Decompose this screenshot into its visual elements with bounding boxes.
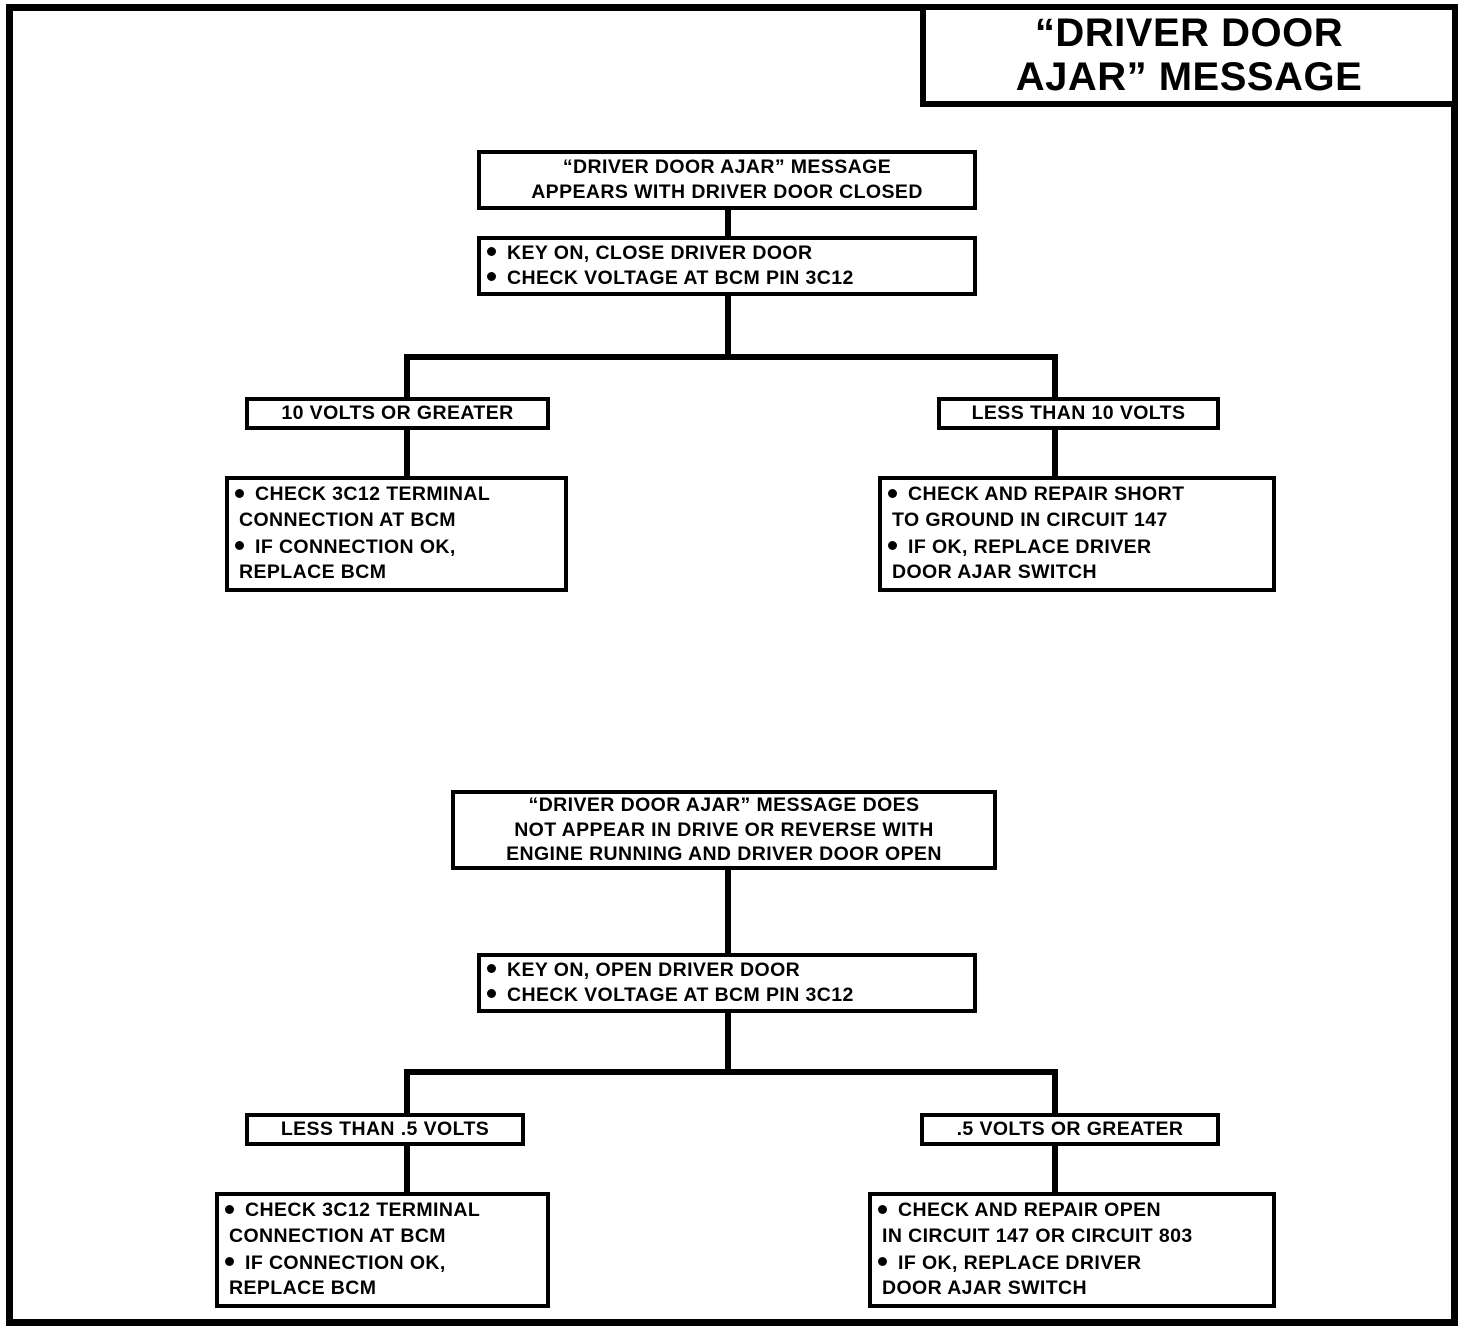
flow2-branch-trunk <box>725 1011 731 1073</box>
flow2-action-right-bullet-1-line-1: CHECK AND REPAIR OPEN <box>872 1198 1272 1223</box>
flow1-action-left-box: CHECK 3C12 TERMINAL CONNECTION AT BCM IF… <box>225 476 568 592</box>
page-title-line-1: “DRIVER DOOR <box>1034 11 1344 56</box>
flow1-connector-start-to-test <box>725 208 731 238</box>
bullet-dot-icon <box>225 1204 234 1214</box>
flow2-start-line-2: NOT APPEAR IN DRIVE OR REVERSE WITH <box>514 818 934 841</box>
flow2-connector-right-condition-to-action <box>1052 1143 1058 1195</box>
flow2-test-bullet-2: CHECK VOLTAGE AT BCM PIN 3C12 <box>481 983 973 1008</box>
flow1-start-line-1: “DRIVER DOOR AJAR” MESSAGE <box>562 156 892 179</box>
flow1-action-left-b1-l1-text: CHECK 3C12 TERMINAL <box>255 483 491 506</box>
flow1-action-right-bullet-1-line-1: CHECK AND REPAIR SHORT <box>882 482 1272 507</box>
flow2-branch-bar <box>404 1069 1058 1075</box>
bullet-dot-icon <box>225 1257 234 1267</box>
flow1-action-left-bullet-2: IF CONNECTION OK, REPLACE BCM <box>229 535 564 586</box>
flow2-action-right-box: CHECK AND REPAIR OPEN IN CIRCUIT 147 OR … <box>868 1192 1276 1308</box>
flow2-condition-left-box: LESS THAN .5 VOLTS <box>245 1113 525 1146</box>
flow1-test-bullet-1: KEY ON, CLOSE DRIVER DOOR <box>481 241 973 266</box>
bullet-dot-icon <box>878 1204 887 1214</box>
flow1-action-right-b1-l1-text: CHECK AND REPAIR SHORT <box>908 483 1185 506</box>
flow2-action-left-bullet-2-line-1: IF CONNECTION OK, <box>219 1251 546 1276</box>
flow2-connector-left-condition-to-action <box>404 1143 410 1195</box>
flow2-test-bullet-1: KEY ON, OPEN DRIVER DOOR <box>481 958 973 983</box>
bullet-dot-icon <box>235 541 244 551</box>
flow1-condition-left-box: 10 VOLTS OR GREATER <box>245 397 550 430</box>
flow2-start-line-1: “DRIVER DOOR AJAR” MESSAGE DOES <box>528 793 920 816</box>
flow1-connector-left-condition-to-action <box>404 427 410 479</box>
flow2-test-bullet-2-text: CHECK VOLTAGE AT BCM PIN 3C12 <box>507 984 854 1006</box>
flow2-action-right-b2-l1-text: IF OK, REPLACE DRIVER <box>898 1252 1142 1274</box>
flow1-branch-drop-right <box>1052 354 1058 402</box>
flow1-test-bullet-2-text: CHECK VOLTAGE AT BCM PIN 3C12 <box>507 267 854 289</box>
page-title-box: “DRIVER DOOR AJAR” MESSAGE <box>920 4 1458 107</box>
flow1-action-right-b1-l2-text: TO GROUND IN CIRCUIT 147 <box>892 508 1168 531</box>
bullet-dot-icon <box>235 488 244 498</box>
flow1-action-right-box: CHECK AND REPAIR SHORT TO GROUND IN CIRC… <box>878 476 1276 592</box>
bullet-dot-icon <box>888 541 897 551</box>
bullet-dot-icon <box>487 964 496 973</box>
flow1-action-right-bullet-2: IF OK, REPLACE DRIVER DOOR AJAR SWITCH <box>882 535 1272 586</box>
flow1-test-box: KEY ON, CLOSE DRIVER DOOR CHECK VOLTAGE … <box>477 236 977 296</box>
flow1-branch-trunk <box>725 294 731 358</box>
flow1-condition-right-box: LESS THAN 10 VOLTS <box>937 397 1220 430</box>
flow1-action-right-b2-l2-text: DOOR AJAR SWITCH <box>892 561 1098 584</box>
flow1-action-left-b1-l2-text: CONNECTION AT BCM <box>239 508 456 531</box>
page-border <box>6 4 1458 1326</box>
flow1-start-line-2: APPEARS WITH DRIVER DOOR CLOSED <box>531 181 923 203</box>
flow2-test-box: KEY ON, OPEN DRIVER DOOR CHECK VOLTAGE A… <box>477 953 977 1013</box>
flow2-start-line-3: ENGINE RUNNING AND DRIVER DOOR OPEN <box>506 843 942 866</box>
flow2-action-left-bullet-2: IF CONNECTION OK, REPLACE BCM <box>219 1251 546 1302</box>
bullet-dot-icon <box>487 272 496 282</box>
flow2-action-right-bullet-2: IF OK, REPLACE DRIVER DOOR AJAR SWITCH <box>872 1251 1272 1302</box>
flow1-connector-right-condition-to-action <box>1052 427 1058 479</box>
flow2-action-right-bullet-1: CHECK AND REPAIR OPEN IN CIRCUIT 147 OR … <box>872 1198 1272 1249</box>
flow2-action-right-b1-l2-text: IN CIRCUIT 147 OR CIRCUIT 803 <box>882 1224 1193 1247</box>
flow1-start-box: “DRIVER DOOR AJAR” MESSAGE APPEARS WITH … <box>477 150 977 210</box>
flow2-branch-drop-left <box>404 1069 410 1117</box>
flow2-start-box: “DRIVER DOOR AJAR” MESSAGE DOES NOT APPE… <box>451 790 997 870</box>
flow1-action-left-bullet-1: CHECK 3C12 TERMINAL CONNECTION AT BCM <box>229 482 564 533</box>
flow2-test-bullet-1-text: KEY ON, OPEN DRIVER DOOR <box>507 958 801 981</box>
flow2-action-right-b2-l2-text: DOOR AJAR SWITCH <box>882 1277 1088 1300</box>
flow2-branch-drop-right <box>1052 1069 1058 1117</box>
flow2-action-right-b1-l1-text: CHECK AND REPAIR OPEN <box>898 1199 1162 1222</box>
flow1-action-left-b2-l1-text: IF CONNECTION OK, <box>255 536 456 558</box>
flow2-action-left-bullet-1: CHECK 3C12 TERMINAL CONNECTION AT BCM <box>219 1198 546 1249</box>
flow2-condition-left-label: LESS THAN .5 VOLTS <box>280 1118 490 1141</box>
flow1-branch-drop-left <box>404 354 410 402</box>
flow2-action-right-bullet-2-line-1: IF OK, REPLACE DRIVER <box>872 1251 1272 1276</box>
flow1-action-right-b2-l1-text: IF OK, REPLACE DRIVER <box>908 536 1152 558</box>
flow1-test-bullet-1-text: KEY ON, CLOSE DRIVER DOOR <box>507 241 813 264</box>
bullet-dot-icon <box>487 989 496 999</box>
bullet-dot-icon <box>878 1257 887 1267</box>
flow2-condition-right-box: .5 VOLTS OR GREATER <box>920 1113 1220 1146</box>
flow2-action-left-box: CHECK 3C12 TERMINAL CONNECTION AT BCM IF… <box>215 1192 550 1308</box>
flow2-action-left-b2-l1-text: IF CONNECTION OK, <box>245 1252 446 1274</box>
bullet-dot-icon <box>888 488 897 498</box>
flow1-action-right-bullet-1: CHECK AND REPAIR SHORT TO GROUND IN CIRC… <box>882 482 1272 533</box>
flow1-condition-right-label: LESS THAN 10 VOLTS <box>971 402 1186 425</box>
flow1-action-left-bullet-1-line-1: CHECK 3C12 TERMINAL <box>229 482 564 507</box>
flow2-action-left-bullet-1-line-1: CHECK 3C12 TERMINAL <box>219 1198 546 1223</box>
flow2-action-left-b2-l2-text: REPLACE BCM <box>229 1277 377 1300</box>
flow1-test-bullet-2: CHECK VOLTAGE AT BCM PIN 3C12 <box>481 266 973 291</box>
bullet-dot-icon <box>487 247 496 256</box>
flow1-action-right-bullet-2-line-1: IF OK, REPLACE DRIVER <box>882 535 1272 560</box>
flow1-action-left-bullet-2-line-1: IF CONNECTION OK, <box>229 535 564 560</box>
flow1-condition-left-label: 10 VOLTS OR GREATER <box>281 402 514 425</box>
flow1-branch-bar <box>404 354 1058 360</box>
flow2-action-left-b1-l2-text: CONNECTION AT BCM <box>229 1224 446 1247</box>
page-title-line-2: AJAR” MESSAGE <box>1015 54 1363 99</box>
flow1-action-left-b2-l2-text: REPLACE BCM <box>239 561 387 584</box>
flow2-condition-right-label: .5 VOLTS OR GREATER <box>956 1118 1184 1141</box>
flow2-connector-start-to-test <box>725 868 731 958</box>
flow2-action-left-b1-l1-text: CHECK 3C12 TERMINAL <box>245 1199 481 1222</box>
